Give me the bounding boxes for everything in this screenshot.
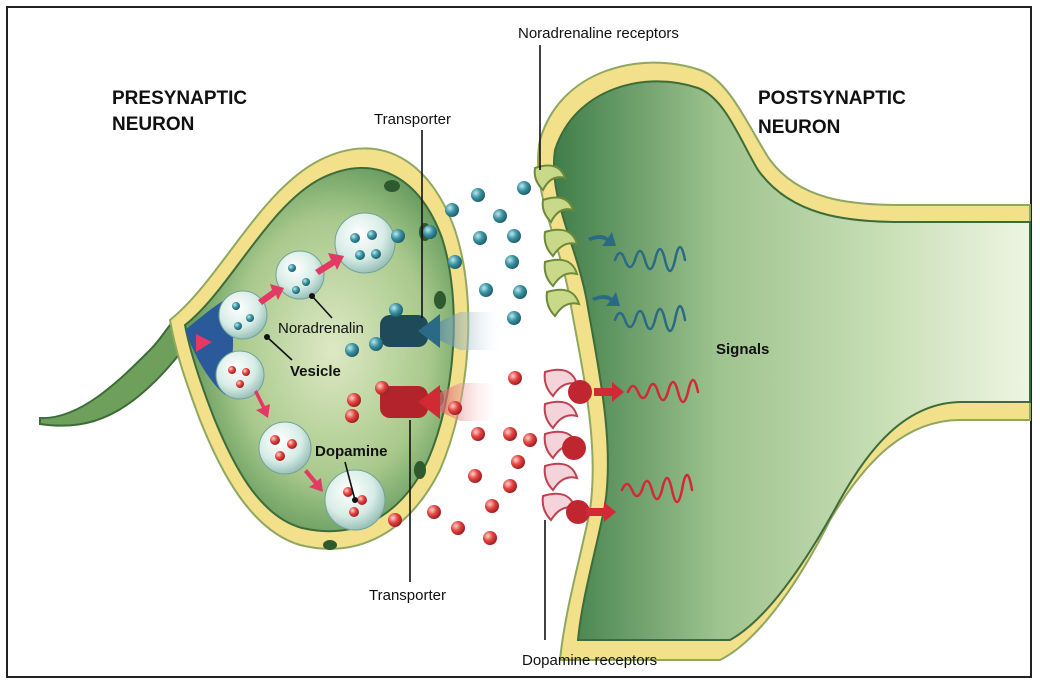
dopamine-receptors-label: Dopamine receptors — [522, 652, 657, 669]
vesicle-label: Vesicle — [290, 363, 341, 380]
signals-label: Signals — [716, 341, 769, 358]
noradrenalin-label: Noradrenalin — [278, 320, 364, 337]
dopamine-transporter — [380, 383, 500, 421]
transporter-bottom-label: Transporter — [369, 587, 446, 604]
postsynaptic-label-line1: POSTSYNAPTIC — [758, 88, 906, 109]
presynaptic-label-line1: PRESYNAPTIC — [112, 88, 247, 109]
transporter-top-label: Transporter — [374, 111, 451, 128]
presynaptic-neuron — [40, 148, 468, 550]
dopamine-label: Dopamine — [315, 443, 388, 460]
noradrenaline-receptors-label: Noradrenaline receptors — [518, 25, 679, 42]
presynaptic-label-line2: NEURON — [112, 114, 194, 135]
postsynaptic-neuron — [538, 63, 1030, 660]
postsynaptic-label-line2: NEURON — [758, 117, 840, 138]
